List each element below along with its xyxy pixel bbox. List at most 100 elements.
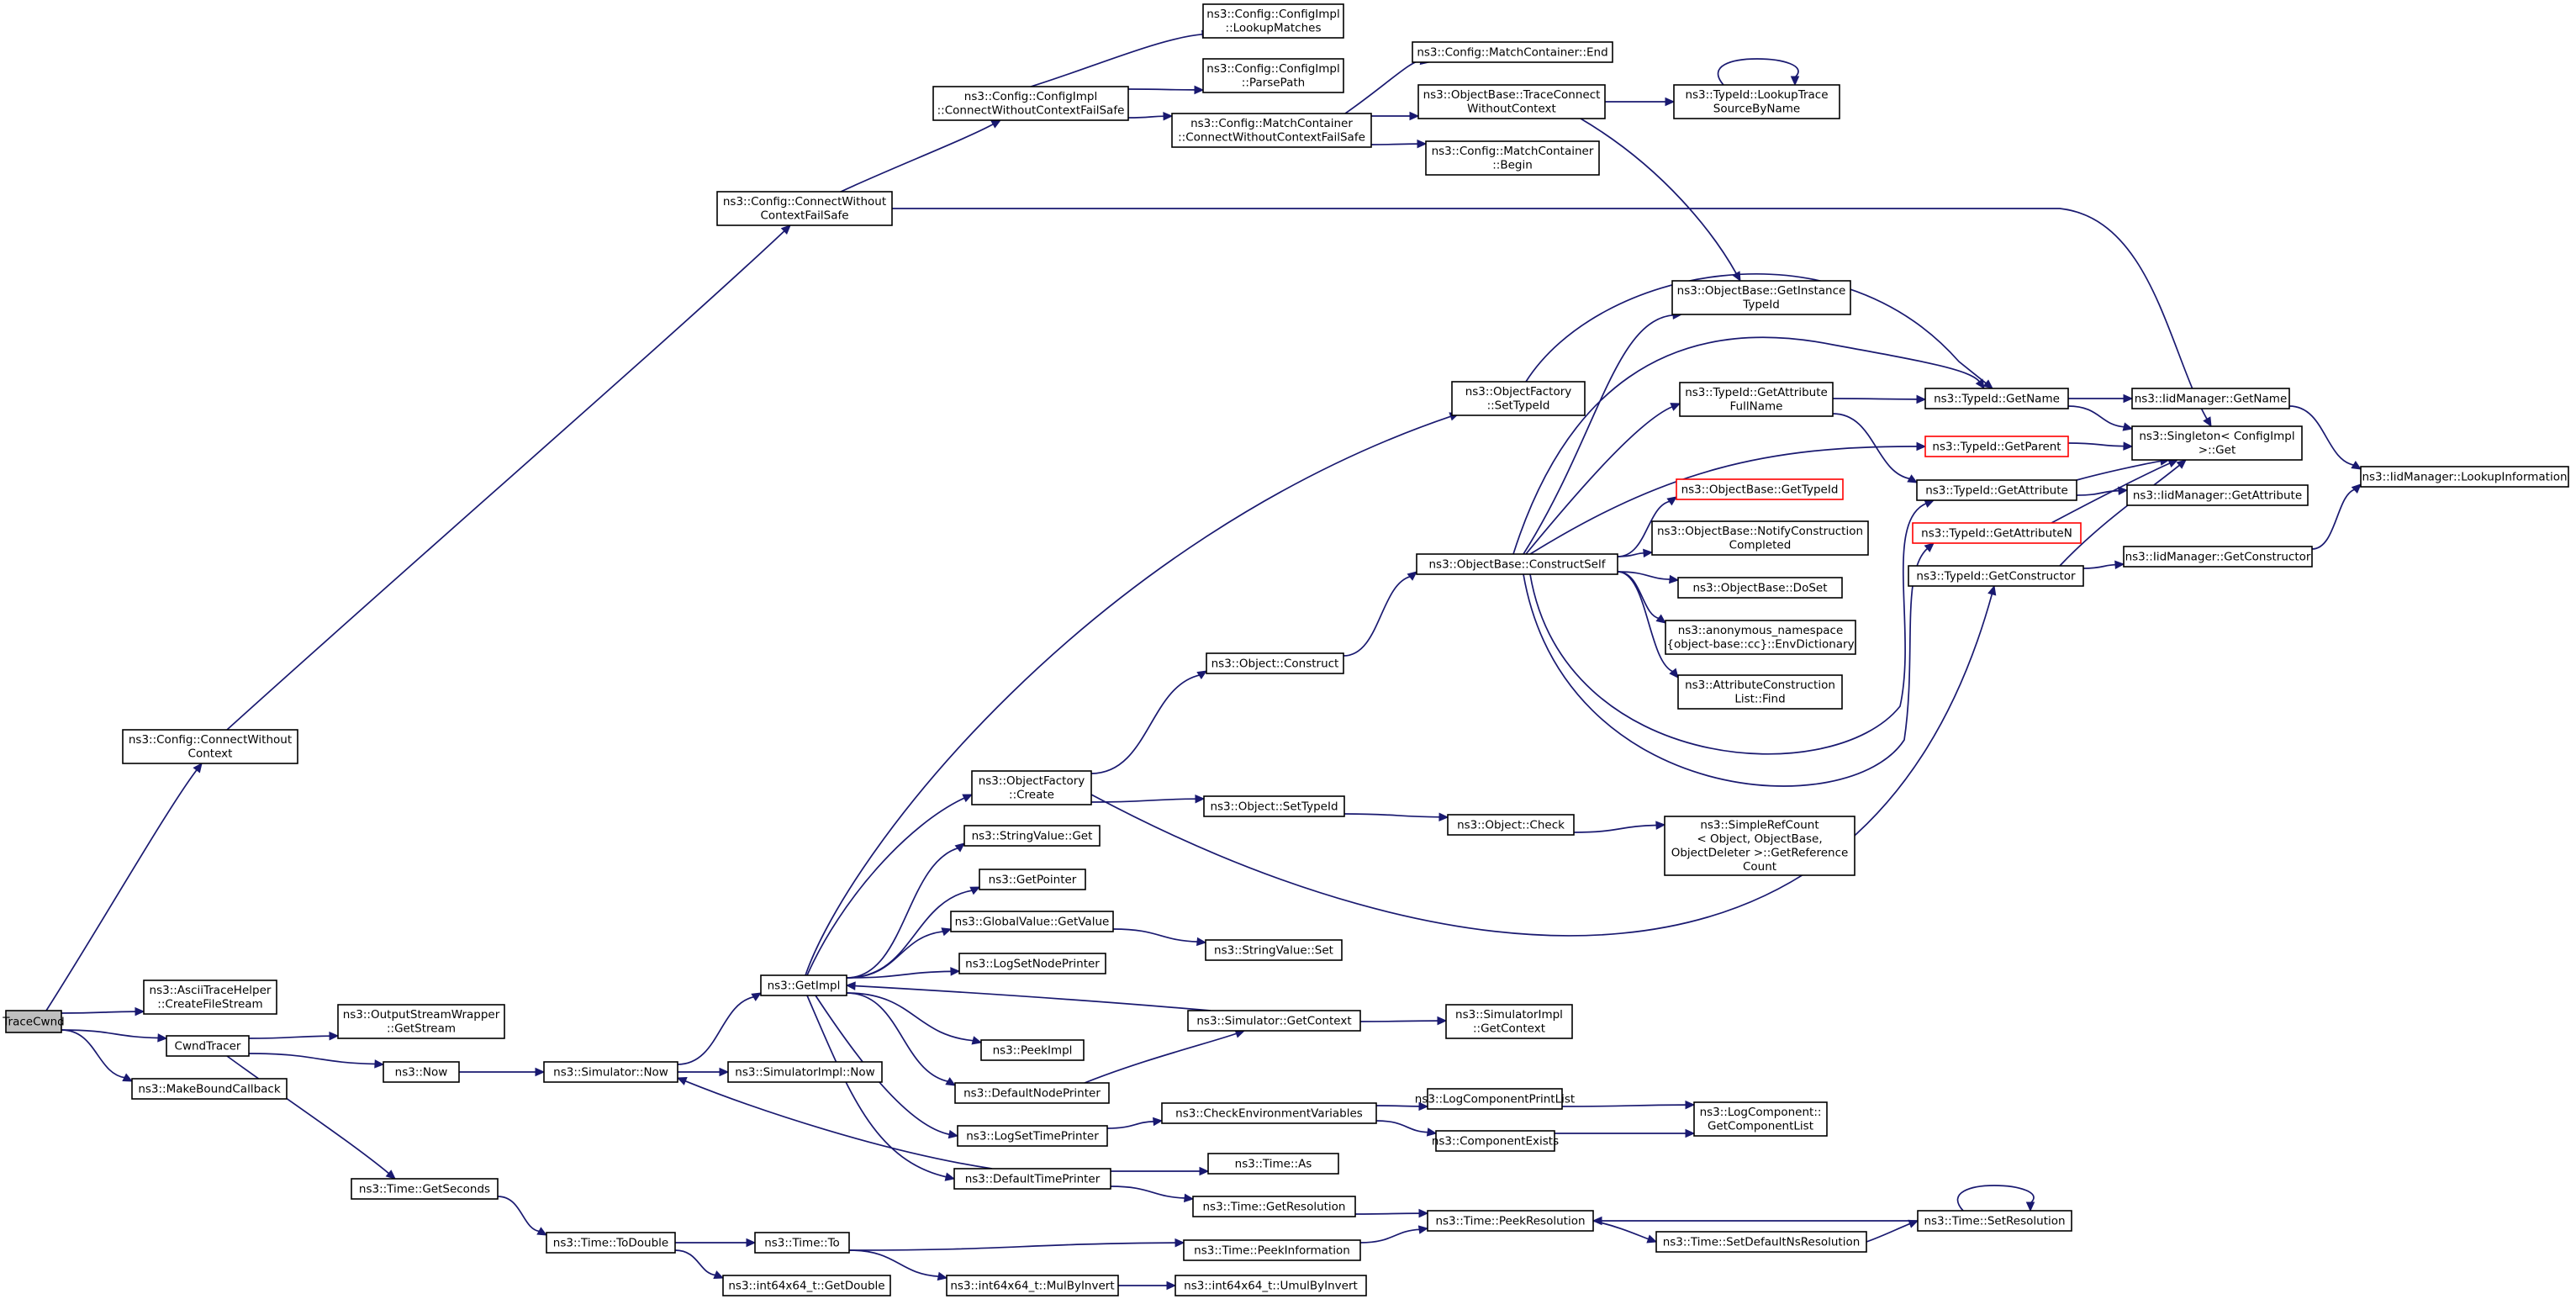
function-node[interactable]: ns3::LogSetNodePrinter: [958, 953, 1106, 974]
function-node-label: ns3::Time::SetDefaultNsResolution: [1663, 1235, 1861, 1249]
function-node[interactable]: ns3::StringValue::Get: [963, 825, 1101, 847]
function-node[interactable]: ns3::TypeId::GetParent: [1924, 436, 2069, 457]
function-node[interactable]: ns3::CheckEnvironmentVariables: [1161, 1102, 1377, 1124]
function-node-label: ns3::GlobalValue::GetValue: [955, 915, 1110, 928]
function-node[interactable]: ns3::int64x64_t::UmulByInvert: [1175, 1275, 1367, 1296]
function-node[interactable]: ns3::Time::SetDefaultNsResolution: [1655, 1231, 1867, 1253]
function-node[interactable]: ns3::int64x64_t::GetDouble: [722, 1275, 891, 1296]
call-edge: [815, 995, 959, 1139]
function-node-label: ns3::TypeId::LookupTrace: [1685, 88, 1828, 102]
function-node[interactable]: ns3::Time::As: [1207, 1153, 1339, 1175]
function-node[interactable]: ns3::IidManager::GetConstructor: [2123, 546, 2313, 568]
function-node[interactable]: ns3::anonymous_namespace{object-base::cc…: [1665, 620, 1856, 655]
function-node[interactable]: ns3::IidManager::GetName: [2131, 388, 2290, 409]
function-node[interactable]: ns3::TypeId::GetAttribute: [1916, 479, 2077, 501]
call-edge: [848, 1238, 1185, 1251]
function-node[interactable]: ns3::MakeBoundCallback: [131, 1078, 288, 1100]
function-node-label: ns3::Config::ConfigImpl: [1206, 8, 1339, 21]
function-node[interactable]: ns3::Config::MatchContainer::End: [1412, 41, 1613, 63]
call-edge: [1371, 111, 1420, 121]
call-edge: [1127, 85, 1205, 95]
function-node[interactable]: ns3::Time::SetResolution: [1917, 1210, 2072, 1232]
function-node[interactable]: ns3::Config::ConnectWithoutContext: [122, 729, 298, 764]
function-node[interactable]: ns3::OutputStreamWrapper::GetStream: [337, 1004, 505, 1039]
function-node[interactable]: ns3::ObjectBase::GetTypeId: [1676, 478, 1844, 500]
function-node[interactable]: CwndTracer: [166, 1035, 250, 1057]
function-node[interactable]: ns3::Simulator::GetContext: [1187, 1010, 1361, 1032]
function-node[interactable]: ns3::SimpleRefCount< Object, ObjectBase,…: [1664, 816, 1855, 876]
function-node[interactable]: ns3::LogComponent::GetComponentList: [1693, 1101, 1828, 1137]
function-node[interactable]: ns3::ObjectFactory::SetTypeId: [1451, 381, 1586, 416]
function-node-label: ::ConnectWithoutContextFailSafe: [937, 104, 1125, 118]
function-node[interactable]: ns3::ObjectBase::ConstructSelf: [1416, 553, 1618, 575]
function-node[interactable]: ns3::ObjectBase::TraceConnectWithoutCont…: [1417, 84, 1606, 119]
call-edge: [1030, 29, 1212, 87]
function-node[interactable]: ns3::Singleton< ConfigImpl >::Get: [2131, 425, 2303, 461]
function-node[interactable]: ns3::Object::SetTypeId: [1203, 795, 1345, 817]
function-node-label: ::LookupMatches: [1226, 22, 1322, 35]
function-node-label: ns3::AsciiTraceHelper: [150, 984, 272, 997]
function-node[interactable]: ns3::Time::GetResolution: [1192, 1196, 1356, 1217]
function-node-label: ns3::LogComponent::: [1700, 1106, 1822, 1119]
function-node-label: ns3::int64x64_t::GetDouble: [728, 1279, 884, 1292]
function-node[interactable]: ns3::TypeId::GetAttributeN: [1912, 522, 2082, 544]
function-node[interactable]: ns3::ComponentExists: [1432, 1130, 1559, 1152]
function-node[interactable]: ns3::Config::ConnectWithoutContextFailSa…: [716, 191, 893, 226]
function-node[interactable]: ns3::LogSetTimePrinter: [957, 1125, 1108, 1147]
function-node[interactable]: ns3::GetPointer: [979, 869, 1086, 890]
call-edge: [61, 1029, 168, 1043]
function-node[interactable]: ns3::PeekImpl: [980, 1039, 1085, 1061]
function-node[interactable]: ns3::Object::Check: [1447, 814, 1575, 836]
function-node-label: Completed: [1729, 539, 1792, 552]
function-node[interactable]: ns3::Config::MatchContainer::Begin: [1425, 140, 1600, 176]
function-node[interactable]: ns3::DefaultTimePrinter: [953, 1168, 1111, 1190]
function-node[interactable]: ns3::SimulatorImpl::Now: [727, 1061, 883, 1083]
function-node-label: ns3::TypeId::GetName: [1934, 392, 2060, 405]
function-node[interactable]: ns3::DefaultNodePrinter: [954, 1082, 1110, 1104]
function-node[interactable]: ns3::int64x64_t::MulByInvert: [946, 1275, 1119, 1296]
function-node[interactable]: ns3::Config::ConfigImpl::LookupMatches: [1202, 3, 1344, 39]
function-node[interactable]: ns3::StringValue::Set: [1205, 939, 1343, 961]
function-node[interactable]: ns3::LogComponentPrintList: [1415, 1088, 1575, 1110]
function-node-label: ContextFailSafe: [760, 209, 848, 223]
function-node[interactable]: ns3::Time::PeekResolution: [1427, 1210, 1594, 1232]
call-edge: [226, 1055, 396, 1180]
function-node[interactable]: ns3::Time::ToDouble: [546, 1232, 676, 1254]
function-node-label: ns3::SimulatorImpl: [1455, 1008, 1563, 1022]
function-node[interactable]: ns3::ObjectBase::DoSet: [1677, 577, 1843, 599]
function-node[interactable]: ns3::TypeId::GetName: [1924, 388, 2069, 409]
function-node[interactable]: ns3::ObjectBase::NotifyConstructionCompl…: [1651, 520, 1869, 556]
function-node[interactable]: ns3::AsciiTraceHelper::CreateFileStream: [143, 980, 277, 1015]
function-node[interactable]: ns3::GetImpl: [760, 974, 847, 996]
call-edge: [2311, 483, 2362, 550]
function-node-label: ns3::Config::MatchContainer: [1190, 117, 1353, 130]
function-node[interactable]: ns3::Config::ConfigImpl::ParsePath: [1202, 58, 1344, 93]
function-node-label: ns3::TypeId::GetAttribute: [1925, 483, 2068, 497]
function-node[interactable]: ns3::Time::To: [754, 1232, 850, 1254]
function-node[interactable]: ns3::GlobalValue::GetValue: [950, 911, 1114, 932]
function-node[interactable]: TraceCwnd: [2, 1010, 65, 1033]
function-node[interactable]: ns3::IidManager::LookupInformation: [2360, 466, 2569, 488]
function-node-label: ns3::PeekImpl: [993, 1043, 1073, 1057]
function-node[interactable]: ns3::Config::MatchContainer::ConnectWith…: [1171, 113, 1372, 148]
function-node[interactable]: ns3::Simulator::Now: [543, 1061, 678, 1083]
function-node[interactable]: ns3::Now: [383, 1061, 460, 1083]
function-node-label: ns3::IidManager::LookupInformation: [2362, 470, 2567, 483]
function-node[interactable]: ns3::Time::PeekInformation: [1183, 1239, 1361, 1261]
function-node[interactable]: ns3::Object::Construct: [1206, 652, 1344, 674]
function-node-label: ns3::Object::SetTypeId: [1210, 800, 1338, 813]
function-node[interactable]: ns3::Config::ConfigImpl::ConnectWithoutC…: [932, 86, 1129, 121]
function-node-label: ns3::Now: [395, 1065, 448, 1079]
function-node[interactable]: ns3::IidManager::GetAttribute: [2126, 484, 2309, 506]
call-edge: [1523, 542, 1935, 787]
function-node[interactable]: ns3::ObjectFactory::Create: [971, 770, 1092, 805]
function-node-label: ::Begin: [1492, 159, 1533, 172]
call-edge: [1525, 273, 1993, 389]
function-node[interactable]: ns3::TypeId::GetConstructor: [1908, 565, 2084, 587]
function-node[interactable]: ns3::Time::GetSeconds: [351, 1178, 499, 1200]
function-node[interactable]: ns3::SimulatorImpl::GetContext: [1445, 1004, 1573, 1039]
